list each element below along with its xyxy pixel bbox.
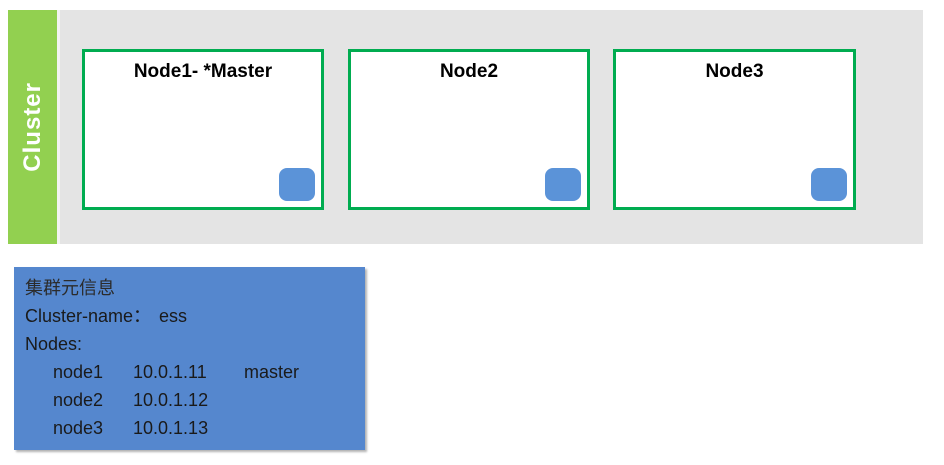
node2-service-chip-icon	[545, 168, 581, 201]
node1-role: master	[244, 362, 300, 382]
info-box-title: 集群元信息	[25, 278, 115, 298]
node-row-2: node2 10.0.1.12	[25, 386, 365, 414]
node-box-node2: Node2	[348, 49, 590, 210]
node-row-3: node3 10.0.1.13	[25, 414, 365, 442]
cluster-name-line: Cluster-name： ess	[25, 302, 365, 330]
cluster-meta-info-box: 集群元信息 Cluster-name： ess Nodes: node1 10.0…	[14, 267, 365, 450]
node1-title: Node1- *Master	[133, 61, 273, 82]
node2-title: Node2	[439, 61, 499, 82]
cluster-bar: Cluster	[8, 10, 57, 244]
node2-name: node2	[53, 390, 104, 410]
node1-name: node1	[53, 362, 104, 382]
node-box-node1: Node1- *Master	[82, 49, 324, 210]
cluster-bar-label: Cluster	[18, 82, 46, 172]
node1-service-chip-icon	[279, 168, 315, 201]
node-row-1: node1 10.0.1.11 master	[25, 358, 365, 386]
node3-ip: 10.0.1.13	[133, 418, 209, 438]
node2-ip: 10.0.1.12	[133, 390, 209, 410]
node3-title: Node3	[705, 61, 764, 82]
nodes-label: Nodes:	[25, 334, 83, 354]
node1-ip: 10.0.1.11	[133, 362, 207, 382]
node-box-node3: Node3	[613, 49, 856, 210]
cluster-name-value: ess	[159, 306, 188, 326]
node3-service-chip-icon	[811, 168, 847, 201]
cluster-name-label: Cluster-name：	[25, 306, 152, 326]
node3-name: node3	[53, 418, 104, 438]
